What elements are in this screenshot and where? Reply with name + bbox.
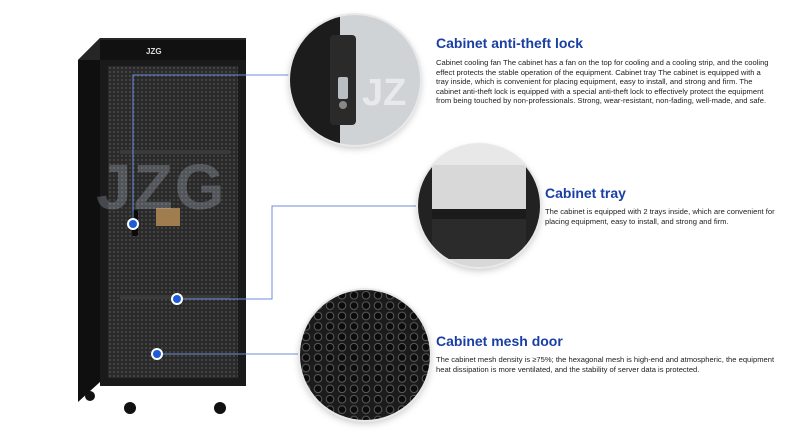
feature-lock-block: Cabinet anti-theft lock Cabinet cooling … (436, 35, 770, 106)
lock-closeup-image: JZ (290, 15, 420, 145)
tray-closeup-image (418, 145, 540, 267)
feature-title: Cabinet mesh door (436, 333, 563, 349)
feature-mesh-block: Cabinet mesh door The cabinet mesh densi… (436, 333, 776, 374)
feature-tray-block: Cabinet tray The cabinet is equipped wit… (545, 185, 775, 226)
cabinet-logo-text: JZG (146, 47, 162, 56)
server-cabinet-image: JZG (78, 38, 246, 414)
feature-description: Cabinet cooling fan The cabinet has a fa… (436, 58, 769, 106)
feature-description: The cabinet is equipped with 2 trays ins… (545, 207, 775, 226)
feature-title: Cabinet tray (545, 185, 626, 201)
feature-description: The cabinet mesh density is ≥75%; the he… (436, 355, 775, 374)
feature-title: Cabinet anti-theft lock (436, 35, 584, 51)
svg-text:JZ: JZ (362, 72, 406, 114)
mesh-closeup-image (300, 290, 430, 420)
watermark: JZG (96, 151, 227, 223)
